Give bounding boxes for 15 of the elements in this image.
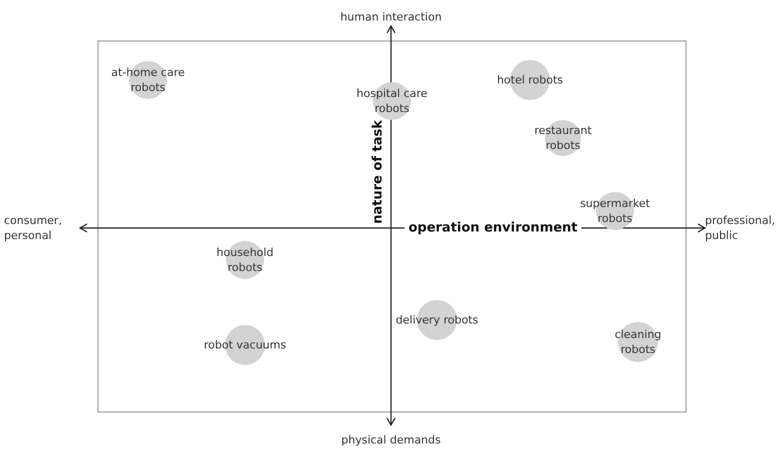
robot-label: robot vacuums (202, 338, 288, 352)
robot-label: cleaning robots (614, 327, 662, 357)
axis-end-label: consumer, personal (4, 213, 63, 243)
robot-label: hospital care robots (356, 86, 428, 116)
robot-label: delivery robots (394, 312, 480, 328)
axis-end-label: professional, public (705, 213, 776, 243)
robot-label: at-home care robots (110, 65, 186, 95)
robot-label: supermarket robots (579, 196, 651, 226)
robot-label: household robots (216, 245, 274, 275)
axis-title: operation environment (404, 220, 582, 236)
axis-end-label: physical demands (341, 432, 441, 448)
robot-label: hotel robots (496, 72, 564, 88)
axis-end-label: human interaction (340, 10, 442, 24)
robot-label: restaurant robots (533, 123, 593, 153)
axis-title: nature of task (370, 119, 386, 226)
